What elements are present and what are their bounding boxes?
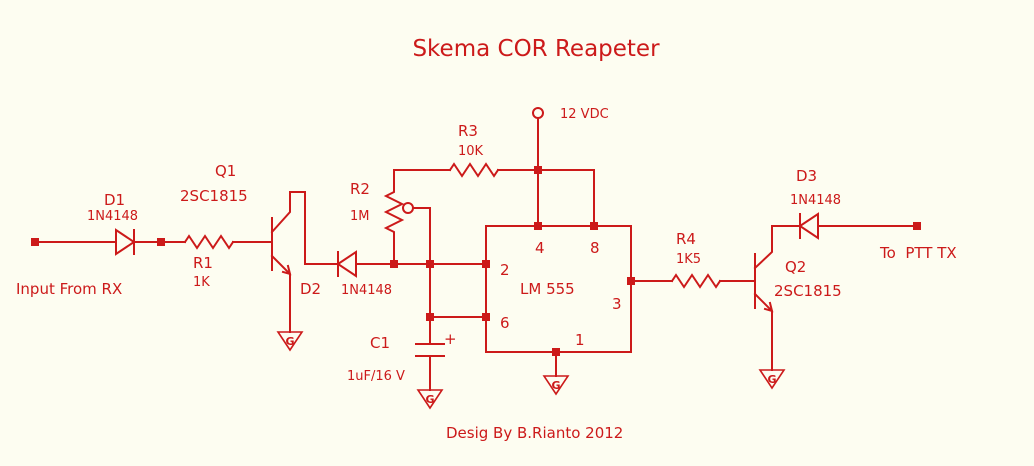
c1-value: 1uF/16 V xyxy=(347,369,405,384)
pin-label-4: 4 xyxy=(535,239,545,257)
pin-label-1: 1 xyxy=(575,331,585,349)
diode-d2 xyxy=(336,250,357,278)
pin-label-6: 6 xyxy=(500,314,510,332)
r3-value: 10K xyxy=(458,144,484,159)
ic-name: LM 555 xyxy=(520,280,575,298)
pin8-junction xyxy=(590,222,598,230)
q2-value: 2SC1815 xyxy=(774,282,842,300)
diagram-title: Skema COR Reapeter xyxy=(412,36,660,62)
supply-label: 12 VDC xyxy=(560,107,609,122)
junction-d1 xyxy=(157,238,165,246)
pin6-junction xyxy=(482,313,490,321)
svg-text:G: G xyxy=(767,373,776,386)
q2-ref: Q2 xyxy=(785,258,806,276)
svg-text:G: G xyxy=(551,379,560,392)
d3-value: 1N4148 xyxy=(790,193,841,208)
potentiometer-r2 xyxy=(383,169,431,261)
resistor-r1 xyxy=(183,234,235,250)
r2-ref: R2 xyxy=(350,180,370,198)
d1-value: 1N4148 xyxy=(87,209,138,224)
ground-symbol-ic: G xyxy=(542,375,570,396)
transistor-q2 xyxy=(753,225,801,371)
ground-symbol-q1: G xyxy=(276,331,304,352)
r2-value: 1M xyxy=(350,209,370,224)
pin4-junction xyxy=(534,222,542,230)
q1-ref: Q1 xyxy=(215,162,236,180)
pin-label-2: 2 xyxy=(500,261,510,279)
ground-symbol-c1: G xyxy=(416,389,444,410)
pin-label-8: 8 xyxy=(590,239,600,257)
transistor-q1 xyxy=(270,191,306,288)
r4-ref: R4 xyxy=(676,230,696,248)
svg-text:G: G xyxy=(425,393,434,406)
diode-d3 xyxy=(798,212,819,240)
pin-label-3: 3 xyxy=(612,295,622,313)
r3-ref: R3 xyxy=(458,122,478,140)
d1-ref: D1 xyxy=(104,191,125,209)
c1-ref: C1 xyxy=(370,334,390,352)
capacitor-c1: + xyxy=(415,330,457,391)
ground-symbol-q2: G xyxy=(758,369,786,390)
output-terminal xyxy=(913,222,921,230)
d3-ref: D3 xyxy=(796,167,817,185)
svg-text:G: G xyxy=(285,335,294,348)
output-label: To PTT TX xyxy=(879,244,957,262)
supply-terminal xyxy=(532,107,544,119)
diode-d1 xyxy=(115,228,136,256)
r1-value: 1K xyxy=(193,275,210,290)
svg-text:+: + xyxy=(444,330,457,348)
r1-ref: R1 xyxy=(193,254,213,272)
d2-ref: D2 xyxy=(300,280,321,298)
resistor-r3 xyxy=(448,162,500,178)
designer-credit: Desig By B.Rianto 2012 xyxy=(446,424,623,442)
q1-value: 2SC1815 xyxy=(180,187,248,205)
input-label: Input From RX xyxy=(16,280,122,298)
resistor-r4 xyxy=(670,273,722,289)
wire-vcc-pin8 xyxy=(537,169,595,227)
wire-q1-d2 xyxy=(304,191,339,265)
r4-value: 1K5 xyxy=(676,252,701,267)
d2-value: 1N4148 xyxy=(341,283,392,298)
pin2-junction xyxy=(482,260,490,268)
